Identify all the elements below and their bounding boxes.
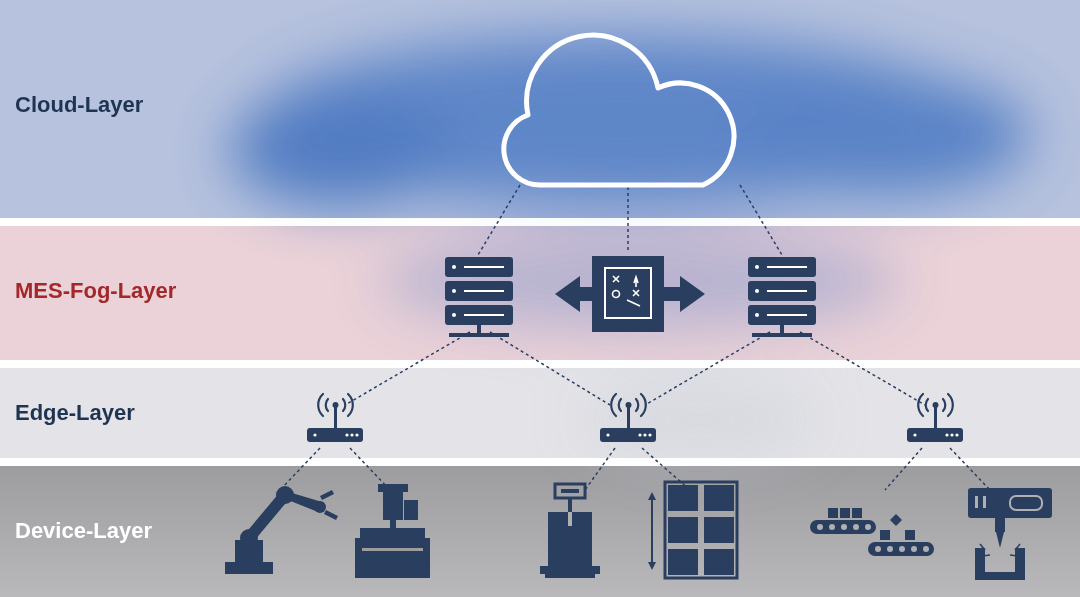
robot-arm xyxy=(225,486,338,574)
layer-label: Device-Layer xyxy=(15,518,152,544)
router-icons xyxy=(307,394,963,442)
storage-shelf xyxy=(648,482,737,578)
edge-band: Edge-Layer xyxy=(0,368,1080,458)
drill-machine xyxy=(968,488,1052,580)
cloud-band-ground xyxy=(0,0,1080,218)
device-band: Device-Layer xyxy=(0,466,1080,597)
layer-label: Cloud-Layer xyxy=(15,92,143,118)
blue-haze xyxy=(230,35,1030,460)
cloud-icon xyxy=(504,35,734,185)
mes-exchange-icon xyxy=(555,256,705,332)
layer-label: Edge-Layer xyxy=(15,400,135,426)
edge-band-ground xyxy=(0,368,1080,458)
conveyor-belts xyxy=(810,508,934,556)
device-band-ground xyxy=(0,466,1080,597)
machine-tool xyxy=(355,484,430,578)
fog-band-ground xyxy=(0,226,1080,360)
device-icons xyxy=(225,482,1052,580)
layer-label: MES-Fog-Layer xyxy=(15,278,176,304)
fog-band: MES-Fog-Layer xyxy=(0,226,1080,360)
weighing-scale xyxy=(540,484,600,578)
server-icons xyxy=(445,257,816,337)
dashed-links xyxy=(280,185,990,490)
cloud-band: Cloud-Layer xyxy=(0,0,1080,218)
